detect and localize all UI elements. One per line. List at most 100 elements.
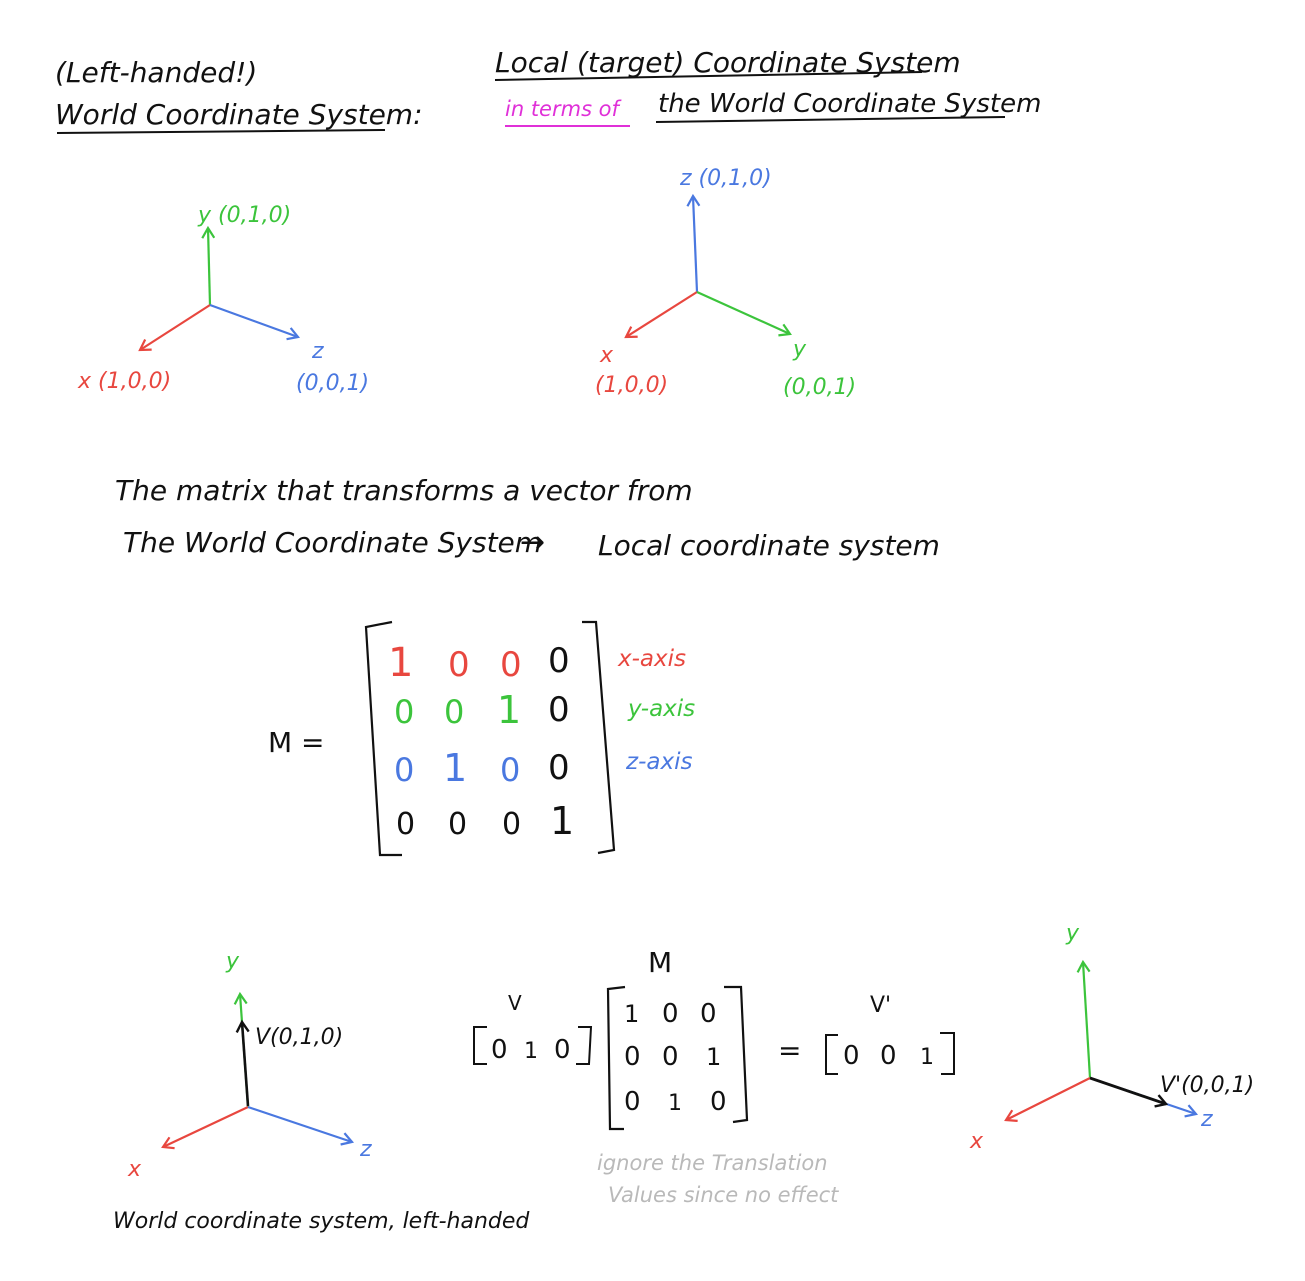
world-x-axis bbox=[138, 304, 211, 352]
matrix-cell: 0 bbox=[548, 641, 570, 681]
world-axes: y (0,1,0) x (1,0,0) z (0,0,1) bbox=[77, 203, 369, 396]
equation-note-line1: ignore the Translation bbox=[597, 1151, 828, 1175]
matrix-cell: 0 bbox=[502, 807, 521, 842]
result-x-axis bbox=[1004, 1077, 1091, 1122]
world-z-axis bbox=[209, 303, 301, 341]
m-cell: 0 bbox=[700, 999, 717, 1029]
m-left-bracket bbox=[606, 985, 626, 1131]
example-z-label: z bbox=[359, 1137, 372, 1162]
matrix-cell: 0 bbox=[394, 693, 414, 731]
m-right-bracket bbox=[724, 985, 749, 1124]
local-title-line1: Local (target) Coordinate System bbox=[495, 46, 961, 79]
vp-right-bracket bbox=[940, 1032, 955, 1075]
world-title-underline bbox=[56, 129, 386, 134]
local-z-label: z (0,1,0) bbox=[679, 166, 772, 191]
result-vp-vector bbox=[1089, 1076, 1166, 1104]
vp-value: 0 bbox=[843, 1041, 860, 1071]
matrix-right-bracket bbox=[582, 620, 616, 855]
vp-left-bracket bbox=[825, 1034, 838, 1075]
world-x-label: x (1,0,0) bbox=[77, 369, 171, 394]
equation: M V 0 1 0 1 0 0 0 0 1 0 1 0 = V' 0 0 1 i… bbox=[473, 946, 955, 1207]
m-cell: 0 bbox=[624, 1087, 641, 1117]
m-cell: 0 bbox=[662, 999, 679, 1029]
result-z-label: z bbox=[1200, 1107, 1213, 1132]
matrix-cell: 1 bbox=[443, 746, 467, 790]
vp-value: 1 bbox=[920, 1045, 934, 1070]
result-x-label: x bbox=[969, 1129, 984, 1154]
equation-v-label: V bbox=[508, 991, 522, 1015]
description-line1: The matrix that transforms a vector from bbox=[115, 474, 693, 507]
world-title-line2: World Coordinate System: bbox=[55, 98, 423, 131]
local-title: Local (target) Coordinate System in term… bbox=[494, 46, 1041, 127]
matrix-cell: 0 bbox=[396, 807, 415, 842]
world-z-label: z bbox=[311, 339, 324, 364]
equation-m-label: M bbox=[648, 946, 672, 979]
example-caption: World coordinate system, left-handed bbox=[113, 1209, 530, 1234]
result-y-label: y bbox=[1065, 921, 1080, 946]
matrix-row-label-y: y-axis bbox=[627, 696, 695, 722]
matrix-cell: 0 bbox=[448, 645, 470, 685]
vp-value: 0 bbox=[880, 1041, 897, 1071]
world-y-axis bbox=[201, 225, 216, 306]
matrix-block: M = 1 0 0 0 0 0 1 0 0 1 0 0 0 0 0 1 x-ax… bbox=[268, 620, 695, 857]
local-axes: z (0,1,0) x (1,0,0) y (0,0,1) bbox=[595, 166, 856, 400]
example-result-axes: y x z V'(0,0,1) bbox=[969, 921, 1254, 1154]
world-y-label: y (0,1,0) bbox=[197, 203, 291, 228]
world-z-coords: (0,0,1) bbox=[296, 371, 369, 396]
example-x-axis bbox=[161, 1106, 249, 1150]
m-cell: 1 bbox=[706, 1043, 721, 1071]
local-title-line2-underline bbox=[655, 116, 1006, 123]
description-line2-right: Local coordinate system bbox=[598, 529, 940, 562]
m-cell: 0 bbox=[624, 1042, 641, 1072]
matrix-cell: 0 bbox=[548, 748, 570, 788]
matrix-cell: 0 bbox=[500, 645, 522, 685]
matrix-row-label-z: z-axis bbox=[625, 749, 692, 775]
m-cell: 0 bbox=[710, 1087, 727, 1117]
local-title-underline bbox=[494, 71, 923, 81]
matrix-row-label-x: x-axis bbox=[617, 646, 686, 672]
matrix-cell: 0 bbox=[500, 751, 520, 789]
equation-equals: = bbox=[778, 1034, 801, 1067]
description-line2-left: The World Coordinate System bbox=[123, 526, 542, 559]
matrix-cell: 0 bbox=[448, 807, 467, 842]
equation-note-line2: Values since no effect bbox=[608, 1183, 839, 1207]
description-arrow: → bbox=[520, 525, 545, 560]
matrix-cell: 1 bbox=[388, 640, 413, 686]
matrix-cell: 1 bbox=[497, 688, 521, 732]
world-title: (Left-handed!) World Coordinate System: bbox=[55, 56, 423, 134]
matrix-left-bracket bbox=[364, 620, 402, 857]
v-value: 0 bbox=[491, 1035, 508, 1065]
local-x-coords: (1,0,0) bbox=[595, 373, 668, 398]
v-left-bracket bbox=[473, 1026, 487, 1065]
local-title-prefix: in terms of bbox=[505, 97, 623, 121]
matrix-cell: 0 bbox=[444, 693, 464, 731]
matrix-cell: 0 bbox=[548, 690, 570, 730]
example-v-label: V(0,1,0) bbox=[255, 1025, 343, 1050]
local-x-axis bbox=[624, 291, 698, 339]
example-v-vector bbox=[242, 1022, 248, 1107]
result-y-axis bbox=[1076, 959, 1092, 1079]
v-right-bracket bbox=[576, 1026, 593, 1065]
matrix-cell: 1 bbox=[550, 799, 574, 843]
local-x-label: x bbox=[599, 343, 614, 368]
local-title-line2: the World Coordinate System bbox=[658, 89, 1041, 119]
local-y-coords: (0,0,1) bbox=[783, 375, 856, 400]
matrix-cell: 0 bbox=[394, 751, 414, 789]
description: The matrix that transforms a vector from… bbox=[115, 474, 940, 562]
local-y-label: y bbox=[792, 337, 807, 362]
example-x-label: x bbox=[127, 1157, 142, 1182]
v-value: 1 bbox=[524, 1039, 538, 1064]
m-cell: 1 bbox=[624, 1000, 639, 1028]
local-y-axis bbox=[696, 290, 792, 337]
m-cell: 0 bbox=[662, 1042, 679, 1072]
example-y-label: y bbox=[225, 949, 240, 974]
local-z-axis bbox=[686, 193, 701, 293]
matrix-label: M = bbox=[268, 726, 325, 759]
example-z-axis bbox=[247, 1105, 355, 1146]
v-value: 0 bbox=[554, 1035, 571, 1065]
example-world-axes: y V(0,1,0) x z World coordinate system, … bbox=[113, 949, 530, 1234]
equation-vp-label: V' bbox=[870, 993, 891, 1018]
m-cell: 1 bbox=[668, 1091, 682, 1116]
world-title-line1: (Left-handed!) bbox=[55, 56, 257, 89]
